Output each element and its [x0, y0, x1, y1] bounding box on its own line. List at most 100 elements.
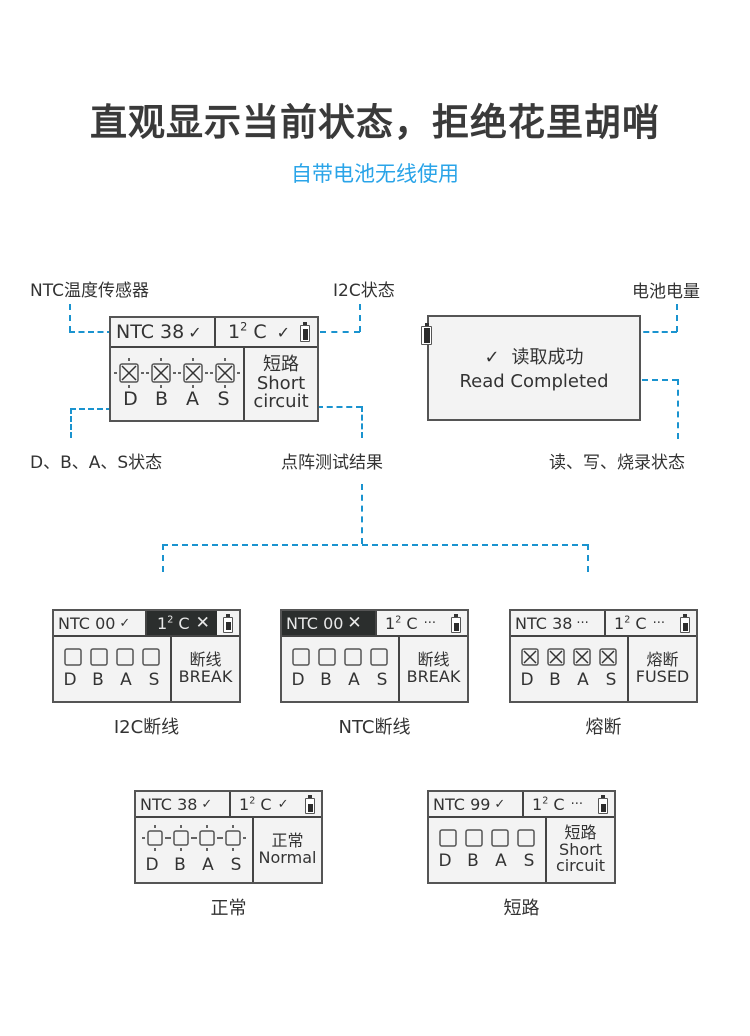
branch-line — [162, 544, 164, 572]
leader-line — [677, 379, 679, 439]
pin-s-label: S — [148, 670, 160, 690]
pin-s-label: S — [230, 855, 242, 875]
ellipsis-icon: ··· — [576, 615, 589, 631]
check-icon: ✓ — [277, 796, 289, 812]
ntc-label: NTC 00 — [286, 613, 344, 633]
check-icon: ✓ — [119, 615, 131, 631]
leader-line — [69, 331, 113, 333]
battery-cell — [217, 611, 239, 635]
pin-d-icon — [292, 648, 310, 666]
pin-a-label: A — [577, 670, 589, 690]
i2c-status-cell: 12 C ··· — [524, 792, 614, 816]
ntc-status-cell: NTC 38 ✓ — [111, 318, 216, 346]
pin-s-icon — [220, 825, 246, 851]
pin-row — [113, 358, 241, 388]
pin-b-icon — [465, 829, 483, 847]
branch-line — [162, 544, 588, 546]
pin-a-label: A — [348, 670, 360, 690]
pin-s-icon — [517, 829, 535, 847]
pin-b-label: B — [549, 670, 561, 690]
i2c-status-cell: 12 C ··· — [606, 611, 696, 635]
example-caption: 正常 — [210, 898, 247, 919]
result-en: Short — [256, 372, 306, 394]
result-en: FUSED — [635, 667, 690, 686]
dot-matrix-result: 断线 BREAK — [172, 637, 239, 701]
leader-line — [612, 379, 678, 381]
ntc-label: NTC 38 — [116, 321, 185, 343]
example-caption: I2C断线 — [113, 717, 180, 738]
i2c-label: 12 C — [239, 794, 272, 814]
page-subtitle: 自带电池无线使用 — [291, 162, 459, 186]
pin-d-label: D — [63, 670, 77, 690]
pin-a-label: A — [202, 855, 214, 875]
ntc-label: NTC 00 — [58, 613, 116, 633]
ellipsis-icon: ··· — [570, 796, 583, 812]
i2c-status-cell: 12 C ··· — [377, 611, 467, 635]
branch-line — [587, 544, 589, 572]
leader-line — [359, 304, 361, 332]
result-en: BREAK — [406, 667, 461, 686]
pin-b-label: B — [154, 388, 169, 410]
ellipsis-icon: ··· — [652, 615, 665, 631]
i2c-label: 12 C — [614, 613, 647, 633]
ntc-status-cell: NTC 99 ✓ — [429, 792, 524, 816]
leader-line — [69, 304, 71, 332]
branch-line — [361, 484, 363, 544]
pin-b-icon — [146, 358, 176, 388]
battery-icon — [421, 323, 432, 345]
pin-a-label: A — [495, 851, 507, 871]
pin-s-label: S — [605, 670, 617, 690]
read-status-screen: ✓读取成功 Read Completed — [421, 315, 641, 421]
pin-b-icon — [318, 648, 336, 666]
pin-s-icon — [370, 648, 388, 666]
pin-d-label: D — [520, 670, 534, 690]
dot-matrix-result: 短路 Short circuit — [547, 818, 614, 882]
read-status-en: Read Completed — [459, 371, 609, 392]
dot-matrix-result: 断线 BREAK — [400, 637, 467, 701]
i2c-label: 12 C — [228, 319, 267, 343]
result-en: BREAK — [178, 667, 233, 686]
i2c-label: 12 C — [385, 613, 418, 633]
pin-s-icon — [142, 648, 160, 666]
annotation-battery-level: 电池电量 — [632, 282, 700, 302]
annotation-ntc-sensor: NTC温度传感器 — [30, 281, 149, 301]
pin-d-label: D — [438, 851, 452, 871]
ntc-label: NTC 38 — [515, 613, 573, 633]
example-caption: 熔断 — [585, 717, 622, 738]
pin-d-icon — [439, 829, 457, 847]
pin-b-label: B — [320, 670, 332, 690]
pin-d-label: D — [145, 855, 159, 875]
i2c-status-cell: 12 C ✓ — [231, 792, 321, 816]
pin-row — [60, 648, 164, 666]
ellipsis-icon: ··· — [423, 615, 436, 631]
battery-icon — [305, 795, 315, 814]
pin-b-label: B — [92, 670, 104, 690]
leader-line — [320, 331, 360, 333]
result-en: Short — [559, 839, 602, 859]
ntc-status-cell: NTC 38 ··· — [511, 611, 606, 635]
pin-a-icon — [573, 648, 591, 666]
battery-icon — [680, 614, 690, 633]
ntc-label: NTC 38 — [140, 794, 198, 814]
pin-b-icon — [90, 648, 108, 666]
example-caption: 短路 — [503, 898, 540, 919]
pin-a-label: A — [186, 388, 199, 410]
pin-d-icon — [114, 358, 144, 388]
dot-matrix-result: 短路 Short circuit — [245, 348, 317, 420]
leader-line — [70, 408, 72, 438]
check-icon: ✓ — [188, 322, 202, 342]
pin-b-label: B — [174, 855, 186, 875]
pin-d-label: D — [291, 670, 305, 690]
pin-d-icon — [521, 648, 539, 666]
pin-s-label: S — [376, 670, 388, 690]
battery-icon — [300, 322, 311, 342]
ntc-status-cell: NTC 00 ✓ — [54, 611, 147, 635]
